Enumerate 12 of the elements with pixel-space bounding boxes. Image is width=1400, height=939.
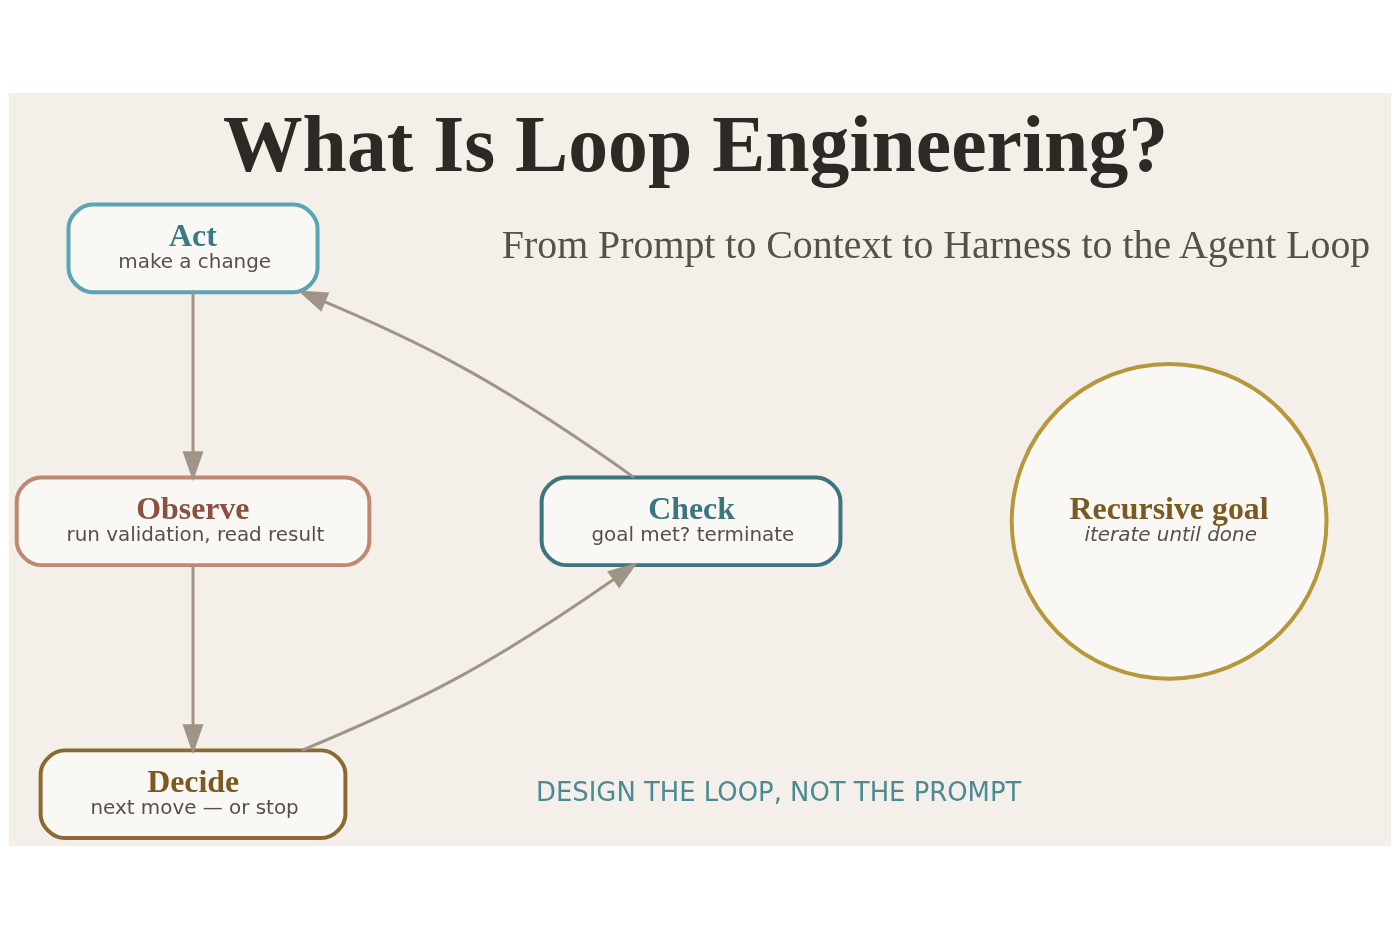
node-box: Decide next move — or stop	[38, 748, 348, 840]
node-box: Act make a change	[66, 202, 320, 295]
arrow	[301, 562, 638, 752]
node-box: Check goal met? terminate	[539, 475, 843, 568]
label: DESIGN THE LOOP, NOT THE PROMPT	[536, 776, 1022, 807]
arrow	[182, 292, 204, 482]
label: From Prompt to Context to Harness to the Agent Loop	[501, 222, 1371, 268]
node-circle: Recursive goal iterate until done	[1009, 361, 1329, 681]
diagram-title: What Is Loop Engineering?	[222, 99, 1169, 188]
node-box: Observe run validation, read result	[14, 475, 372, 568]
arrow	[182, 565, 204, 755]
arrow	[297, 290, 635, 479]
